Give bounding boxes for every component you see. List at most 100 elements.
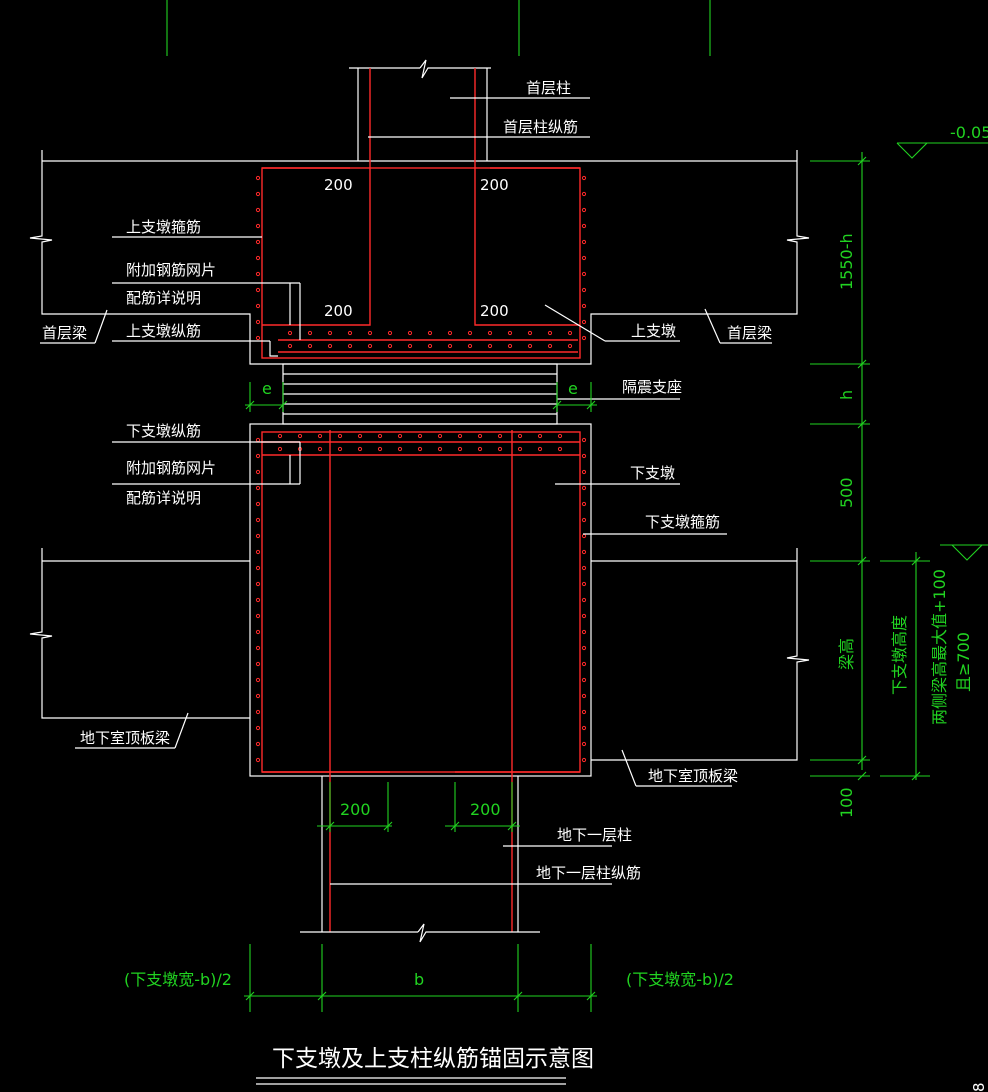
rebar-dot — [527, 343, 533, 349]
rebar-dot — [337, 433, 343, 439]
label-b1-column-rebar: 地下一层柱纵筋 — [536, 864, 641, 882]
dimension-tick — [245, 991, 255, 1001]
rebar-dot — [467, 343, 473, 349]
rebar-dot — [547, 343, 553, 349]
dimension-tick — [857, 755, 867, 765]
rebar-dot — [287, 343, 293, 349]
dimension-tick — [383, 821, 393, 831]
rebar-dot — [581, 485, 587, 491]
dimension-tick — [857, 156, 867, 166]
dim-half-right: (下支墩宽-b)/2 — [626, 970, 734, 989]
label-b1-column: 地下一层柱 — [557, 826, 632, 844]
dimension-tick — [507, 821, 517, 831]
label-extra-mesh-bottom: 附加钢筋网片 — [126, 459, 216, 477]
rebar-dot — [437, 446, 443, 452]
title-block: 下支墩及上支柱纵筋锚固示意图 — [256, 1046, 594, 1085]
upper-pier-rebar-dots — [255, 175, 587, 349]
rebar-dot — [517, 433, 523, 439]
rebar-dot — [581, 175, 587, 181]
rebar-dot — [255, 207, 261, 213]
rebar-dot — [297, 433, 303, 439]
rebar-dot — [317, 433, 323, 439]
rebar-dot — [581, 645, 587, 651]
rebar-dot — [255, 239, 261, 245]
label-isolation-bearing: 隔震支座 — [622, 378, 682, 396]
leader-lines — [40, 97, 772, 885]
rebar-dot — [255, 191, 261, 197]
rebar-dot — [581, 335, 587, 341]
dimension-tick — [278, 400, 288, 410]
label-first-floor-column: 首层柱 — [526, 79, 571, 97]
label-first-floor-column-rebar: 首层柱纵筋 — [503, 118, 578, 136]
rebar-dot — [367, 330, 373, 336]
rebar-dot — [255, 501, 261, 507]
rebar-dot — [507, 343, 513, 349]
rebar-dot — [581, 287, 587, 293]
rebar-dot — [581, 613, 587, 619]
rebar-dot — [581, 725, 587, 731]
rebar-dot — [581, 549, 587, 555]
rebar-dot — [581, 453, 587, 459]
rebar-dot — [255, 335, 261, 341]
rebar-dot — [557, 446, 563, 452]
dim-e-left: e — [262, 379, 272, 398]
label-lower-pier: 下支墩 — [630, 464, 675, 482]
rebar-dot — [327, 330, 333, 336]
elevation-value: -0.05 — [950, 123, 988, 142]
dimension-tick — [513, 991, 523, 1001]
rebar-dot — [397, 446, 403, 452]
rebar-dot — [255, 549, 261, 555]
rebar-dot — [255, 725, 261, 731]
rebar-dot — [417, 446, 423, 452]
rebar-dot — [427, 330, 433, 336]
rebar-dot — [317, 446, 323, 452]
rebar-dot — [337, 446, 343, 452]
rebar-dot — [557, 433, 563, 439]
dimension-tick — [857, 359, 867, 369]
rebar-dot — [277, 446, 283, 452]
rebar-dot — [581, 565, 587, 571]
dimension-tick — [857, 419, 867, 429]
dim-200-upper-right: 200 — [480, 176, 509, 194]
rebar-dot — [581, 661, 587, 667]
rebar-dot — [407, 343, 413, 349]
rebar-dot — [255, 303, 261, 309]
rebar-dot — [277, 433, 283, 439]
dimension-tick — [911, 771, 921, 781]
b1-column-outline — [300, 776, 540, 943]
rebar-dot — [581, 709, 587, 715]
labels: 首层柱 首层柱纵筋 上支墩箍筋 附加钢筋网片 配筋详说明 首层梁 上支墩纵筋 上… — [42, 79, 772, 882]
rebar-dot — [567, 330, 573, 336]
dimension-tick — [245, 400, 255, 410]
rebar-dot — [547, 330, 553, 336]
rebar-dot — [255, 613, 261, 619]
rebar-dot — [581, 271, 587, 277]
rebar-dot — [581, 501, 587, 507]
dim-200-mid-left: 200 — [324, 302, 353, 320]
rebar-dot — [581, 319, 587, 325]
rebar-dot — [427, 343, 433, 349]
dim-beam-height-rule: 两侧梁高最大值+100 — [930, 569, 949, 725]
dim-200-upper-left: 200 — [324, 176, 353, 194]
rebar-dot — [255, 485, 261, 491]
dimension-tick — [857, 771, 867, 781]
label-lower-pier-stirrup: 下支墩箍筋 — [645, 513, 720, 531]
top-grid-lines — [166, 0, 711, 56]
rebar-dot — [581, 757, 587, 763]
rebar-dot — [327, 343, 333, 349]
rebar-dot — [581, 741, 587, 747]
rebar-dot — [255, 661, 261, 667]
lower-pier-outline — [29, 423, 810, 777]
rebar-dot — [255, 645, 261, 651]
rebar-dot — [581, 255, 587, 261]
rebar-dot — [377, 433, 383, 439]
lower-pier-rebar-dots — [255, 433, 587, 763]
edge-digit: 8 — [970, 1082, 988, 1092]
dim-half-left: (下支墩宽-b)/2 — [124, 970, 232, 989]
rebar-dot — [307, 343, 313, 349]
rebar-dot — [447, 343, 453, 349]
rebar-dot — [581, 303, 587, 309]
label-upper-pier-rebar: 上支墩纵筋 — [126, 322, 201, 340]
rebar-dot — [417, 433, 423, 439]
